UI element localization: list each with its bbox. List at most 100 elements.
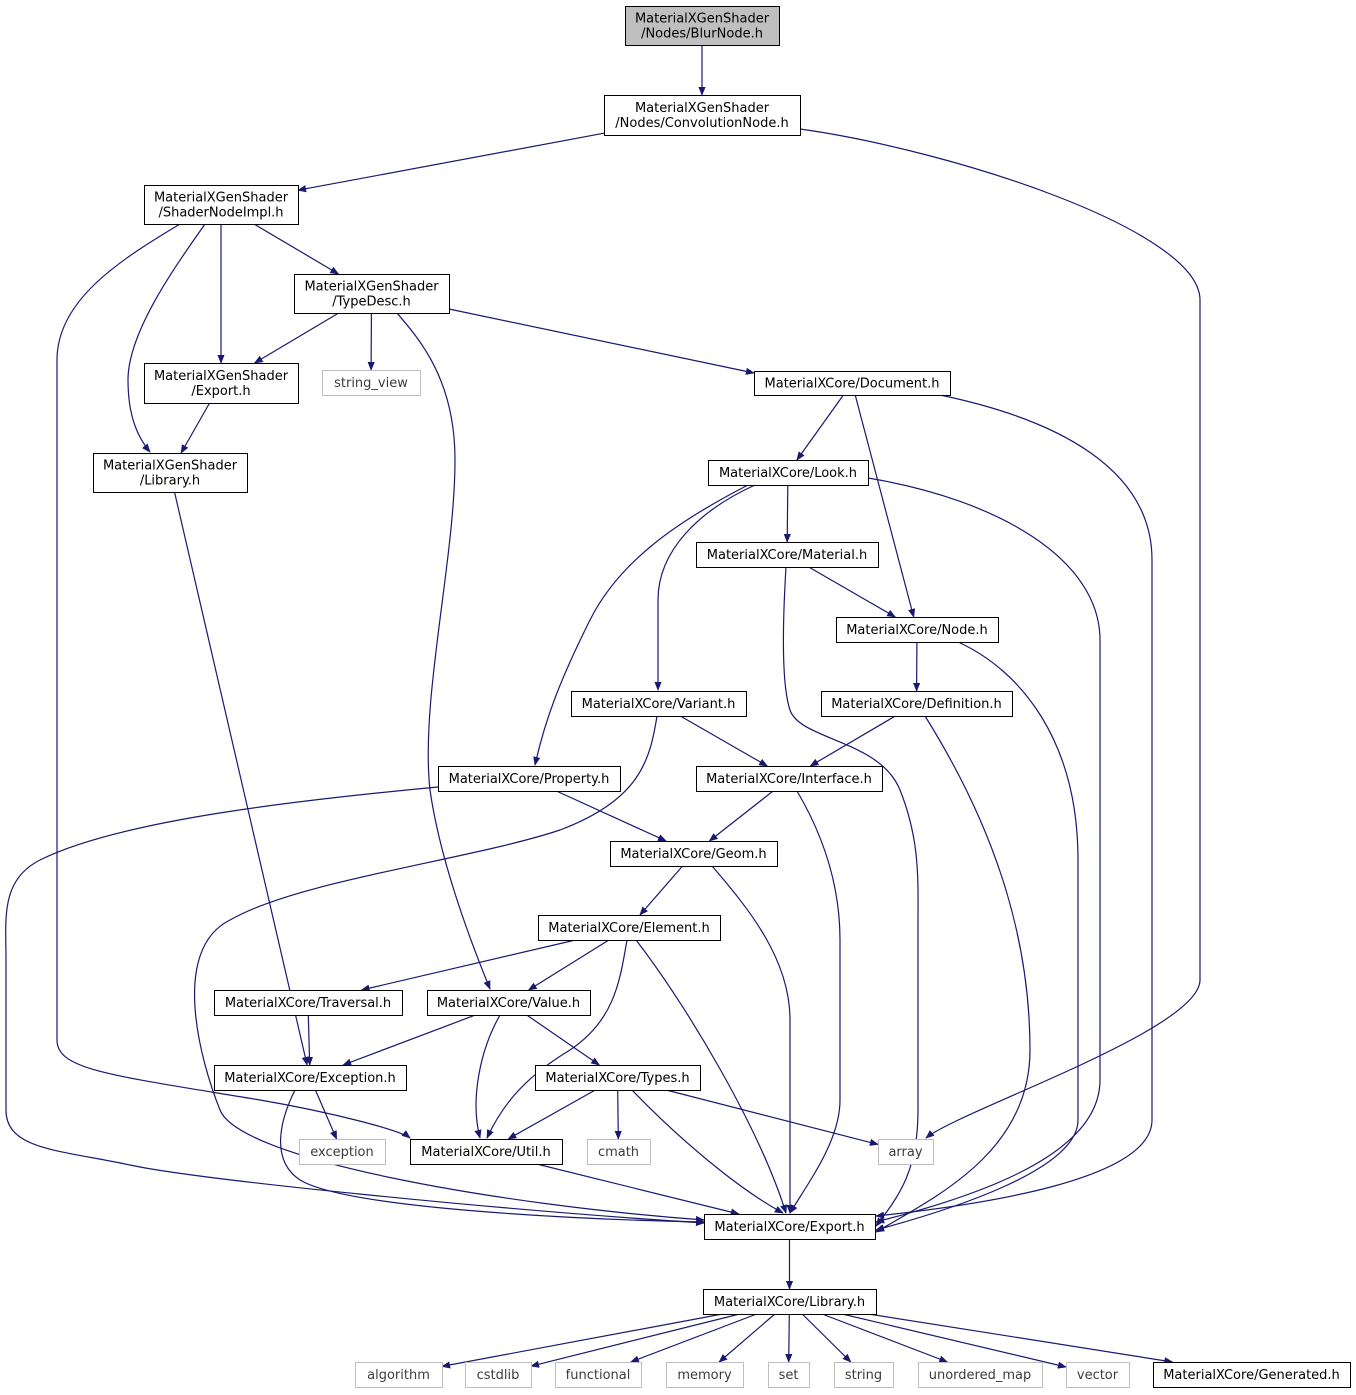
node-box-def [821,691,1013,717]
edge-def-to-intf [809,715,896,767]
edge-td-to-gexp [253,312,340,364]
edge-intf-to-geom [708,790,774,842]
node-label-blur-1: /Nodes/BlurNode.h [641,27,763,42]
node-var[interactable]: MaterialXCore/Variant.h [571,691,747,717]
node-td[interactable]: MaterialXGenShader/TypeDesc.h [294,274,450,314]
node-string: string [834,1362,894,1388]
node-box-memory [666,1362,744,1388]
node-look[interactable]: MaterialXCore/Look.h [708,460,869,486]
node-label-intf-0: MaterialXCore/Interface.h [706,772,872,787]
node-set: set [768,1362,810,1388]
edge-conv-to-array [799,128,1201,1139]
node-label-td-1: /TypeDesc.h [332,295,411,310]
node-label-geom-0: MaterialXCore/Geom.h [620,847,766,862]
node-def[interactable]: MaterialXCore/Definition.h [821,691,1013,717]
node-label-array-0: array [888,1145,922,1160]
edge-clib-to-gen [868,1313,1174,1365]
node-box-algorithm [355,1362,443,1388]
node-box-glib [93,453,248,493]
edge-td-to-doc [448,308,755,375]
node-prop[interactable]: MaterialXCore/Property.h [438,766,621,792]
node-node[interactable]: MaterialXCore/Node.h [836,617,999,643]
node-clib[interactable]: MaterialXCore/Library.h [703,1289,877,1315]
node-label-val-0: MaterialXCore/Value.h [437,996,580,1011]
node-label-types-0: MaterialXCore/Types.h [545,1071,689,1086]
node-box-gen [1153,1362,1351,1388]
node-label-var-0: MaterialXCore/Variant.h [582,697,736,712]
edge-look-to-cexp [867,477,1101,1224]
node-box-util [410,1139,563,1165]
edge-clib-to-cstdlib [530,1313,740,1368]
node-label-string-0: string [845,1368,882,1383]
node-blur[interactable]: MaterialXGenShader/Nodes/BlurNode.h [625,6,780,46]
edge-elem-to-util [486,939,628,1139]
node-memory: memory [666,1362,744,1388]
node-box-umap [918,1362,1043,1388]
edge-geom-to-elem [639,865,684,916]
edge-clib-to-algorithm [441,1313,723,1369]
node-label-exception-0: exception [310,1145,374,1160]
node-label-blur-0: MaterialXGenShader [635,12,770,27]
edge-td-to-val [396,312,491,990]
node-box-var [571,691,747,717]
node-trav[interactable]: MaterialXCore/Traversal.h [214,990,403,1016]
node-label-glib-1: /Library.h [140,474,200,489]
node-label-sni-0: MaterialXGenShader [154,191,289,206]
node-conv[interactable]: MaterialXGenShader/Nodes/ConvolutionNode… [604,95,801,136]
node-label-umap-0: unordered_map [929,1368,1032,1383]
node-types[interactable]: MaterialXCore/Types.h [535,1065,701,1091]
node-box-cexp [704,1214,876,1240]
node-label-gexp-0: MaterialXGenShader [154,369,289,384]
edge-prop-to-geom [556,790,667,842]
node-umap: unordered_map [918,1362,1043,1388]
node-exc[interactable]: MaterialXCore/Exception.h [214,1065,407,1091]
node-cstdlib: cstdlib [465,1362,532,1388]
node-box-functional [555,1362,642,1388]
node-label-clib-0: MaterialXCore/Library.h [714,1295,865,1310]
nodes-layer: MaterialXGenShader/Nodes/BlurNode.hMater… [93,6,1351,1388]
node-gexp[interactable]: MaterialXGenShader/Export.h [144,363,299,404]
node-label-set-0: set [779,1368,799,1383]
node-box-types [535,1065,701,1091]
node-box-exc [214,1065,407,1091]
node-cexp[interactable]: MaterialXCore/Export.h [704,1214,876,1240]
edge-node-to-cexp [875,641,1079,1232]
node-sni[interactable]: MaterialXGenShader/ShaderNodeImpl.h [144,185,299,225]
edge-var-to-intf [680,715,769,767]
edge-var-to-cexp [193,715,705,1223]
node-cmath: cmath [587,1139,651,1165]
edge-val-to-util [474,1014,501,1139]
edge-types-to-array [665,1089,879,1146]
node-array: array [878,1139,934,1165]
node-box-elem [538,915,721,941]
node-glib[interactable]: MaterialXGenShader/Library.h [93,453,248,493]
node-intf[interactable]: MaterialXCore/Interface.h [696,766,883,792]
node-mat[interactable]: MaterialXCore/Material.h [696,542,879,568]
node-functional: functional [555,1362,642,1388]
node-label-elem-0: MaterialXCore/Element.h [548,921,709,936]
node-box-vector [1066,1362,1130,1388]
edge-trav-to-exc [305,1014,314,1066]
edge-val-to-exc [342,1014,476,1066]
edge-val-to-types [526,1014,601,1066]
node-box-node [836,617,999,643]
node-box-string [834,1362,894,1388]
node-gen[interactable]: MaterialXCore/Generated.h [1153,1362,1351,1388]
node-label-exc-0: MaterialXCore/Exception.h [224,1071,396,1086]
node-box-conv [604,95,801,136]
edge-types-to-cmath [614,1089,622,1140]
node-box-exception [299,1139,386,1165]
node-geom[interactable]: MaterialXCore/Geom.h [610,841,778,867]
node-val[interactable]: MaterialXCore/Value.h [427,990,591,1016]
node-elem[interactable]: MaterialXCore/Element.h [538,915,721,941]
node-box-val [427,990,591,1016]
node-box-gexp [144,363,299,404]
edge-intf-to-cexp [789,790,841,1214]
edge-geom-to-cexp [711,865,794,1214]
node-doc[interactable]: MaterialXCore/Document.h [754,371,951,396]
node-util[interactable]: MaterialXCore/Util.h [410,1139,563,1165]
node-label-conv-0: MaterialXGenShader [635,101,770,116]
node-box-cmath [587,1139,651,1165]
edge-exc-to-exception [314,1089,338,1140]
